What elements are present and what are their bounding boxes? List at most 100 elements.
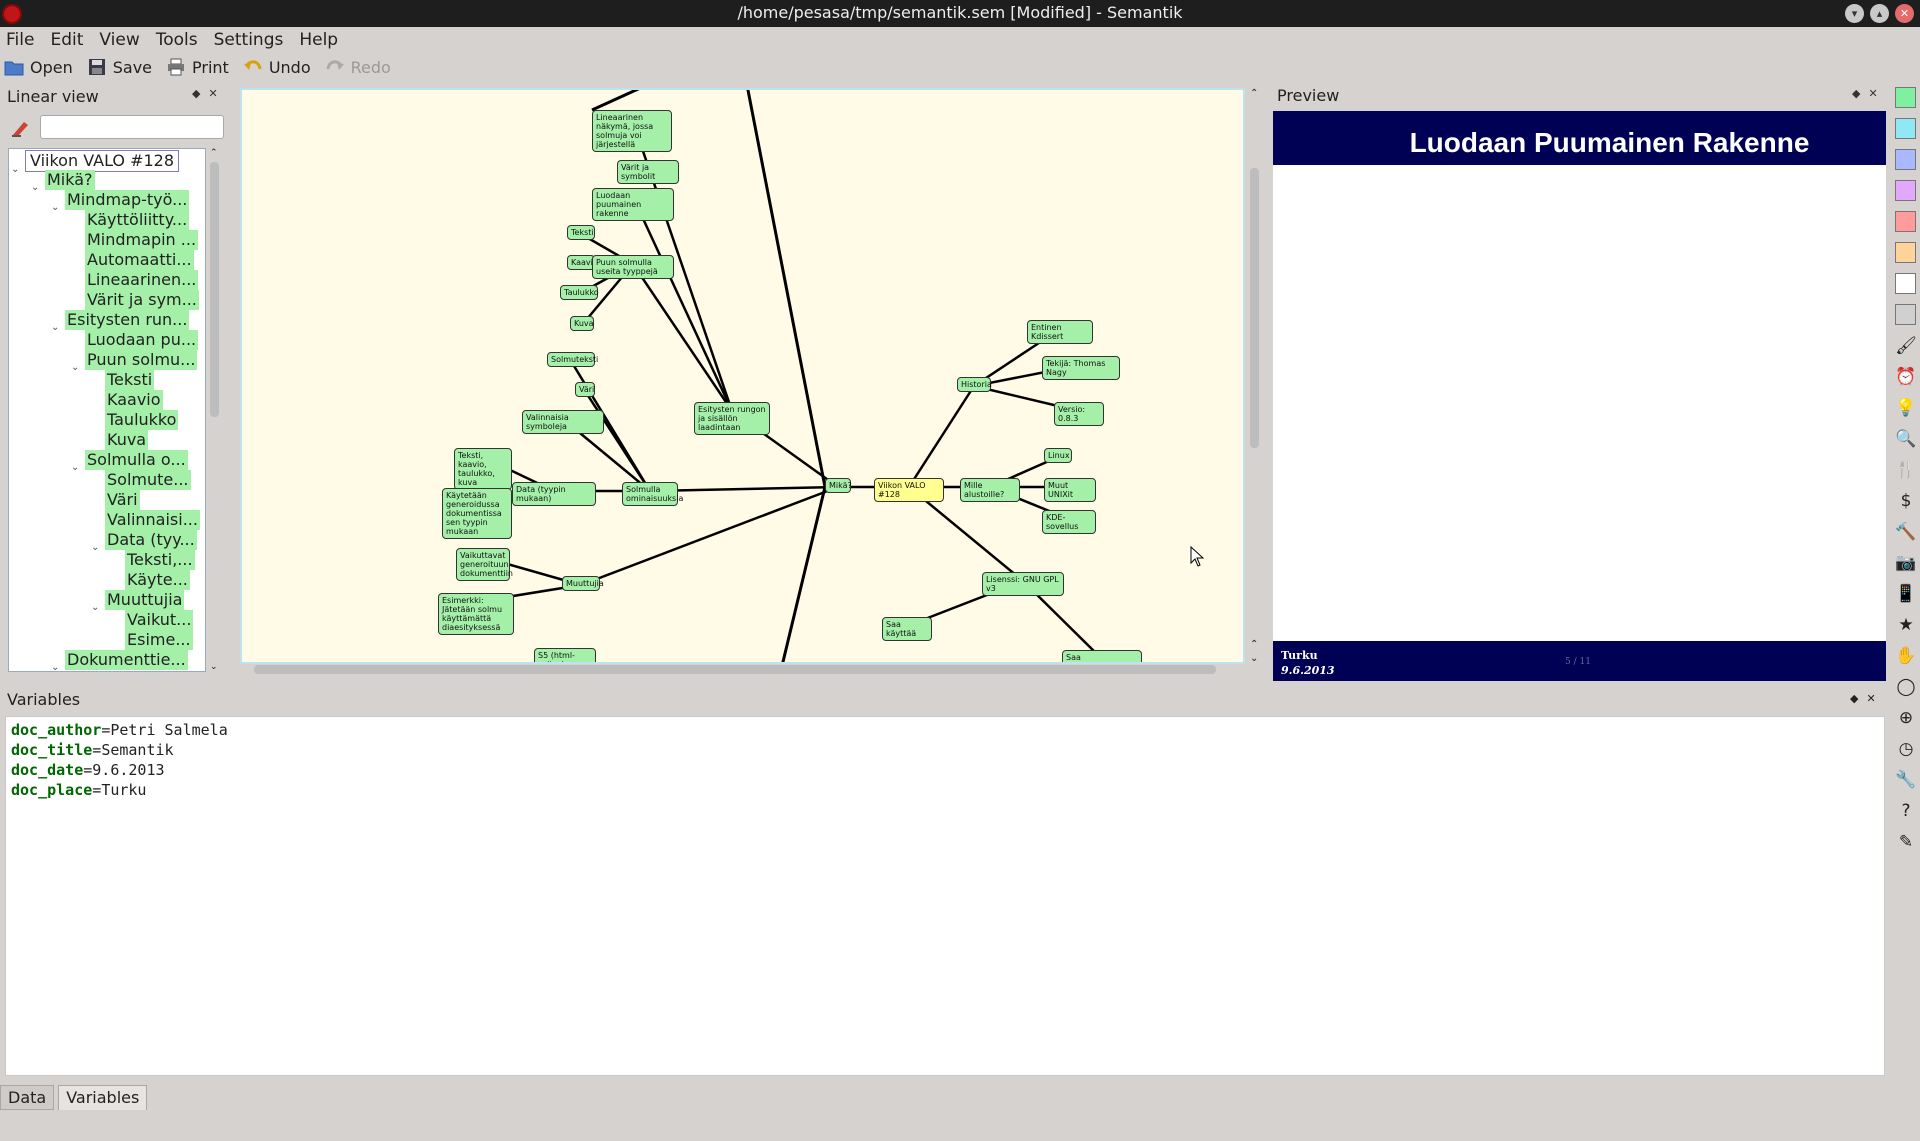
dock-buttons[interactable]: ◆✕: [192, 87, 226, 100]
red-swatch[interactable]: [1895, 211, 1916, 232]
lasso-icon[interactable]: ◯: [1896, 677, 1916, 697]
tree-item[interactable]: Automaatti...: [71, 250, 194, 270]
expand-arrow-icon[interactable]: ⌄: [91, 602, 100, 613]
mindmap-node[interactable]: Väri: [575, 382, 595, 397]
mindmap-node[interactable]: Mille alustoille?: [960, 478, 1020, 502]
mindmap-node[interactable]: Puun solmulla useita tyyppejä: [592, 255, 674, 279]
clear-filter-icon[interactable]: [10, 118, 32, 138]
expand-arrow-icon[interactable]: ⌄: [31, 182, 40, 193]
star-icon[interactable]: ★: [1898, 615, 1914, 635]
mindmap-node[interactable]: Solmulla ominaisuuksia: [622, 482, 683, 506]
expand-arrow-icon[interactable]: ⌄: [71, 462, 80, 473]
tab-variables[interactable]: Variables: [58, 1085, 148, 1110]
tree-item[interactable]: Taulukko: [91, 410, 179, 430]
save-button[interactable]: Save: [87, 58, 152, 77]
history-icon[interactable]: ◷: [1898, 739, 1914, 759]
expand-arrow-icon[interactable]: ⌄: [11, 164, 20, 175]
mindmap-node[interactable]: Mikä?: [825, 478, 852, 493]
mindmap-node[interactable]: Tekijä: Thomas Nagy: [1042, 356, 1120, 380]
canvas-vertical-scrollbar[interactable]: ⌃ ⌃ ⌄: [1250, 88, 1259, 664]
menu-file[interactable]: File: [6, 30, 35, 50]
mindmap-node[interactable]: Teksti, kaavio, taulukko, kuva: [454, 448, 512, 490]
tree-item[interactable]: Värit ja sym...: [71, 290, 199, 310]
mindmap-node[interactable]: Saa käyttää: [882, 617, 932, 641]
menu-help[interactable]: Help: [299, 30, 339, 50]
expand-arrow-icon[interactable]: ⌄: [51, 202, 60, 213]
expand-arrow-icon[interactable]: ⌄: [91, 542, 100, 553]
tools-icon[interactable]: 🍴: [1895, 460, 1917, 480]
camera-icon[interactable]: 📷: [1895, 553, 1917, 573]
mindmap-node[interactable]: Kuva: [570, 316, 594, 331]
bulb-icon[interactable]: 💡: [1895, 398, 1917, 418]
tree-item[interactable]: Luodaan pu...: [71, 330, 199, 350]
app-icon[interactable]: [2, 4, 22, 24]
mindmap-node[interactable]: KDE-sovellus: [1042, 510, 1096, 534]
tree-item[interactable]: Solmute...: [91, 470, 191, 490]
expand-arrow-icon[interactable]: ⌄: [51, 322, 60, 333]
tree-scrollbar[interactable]: ⌃ ⌄: [210, 148, 219, 672]
canvas-horizontal-scrollbar[interactable]: [240, 662, 1245, 676]
help-icon[interactable]: ?: [1901, 801, 1911, 821]
tree-item[interactable]: Valinnaisi...: [91, 510, 200, 530]
tree-item[interactable]: Teksti,...: [111, 550, 195, 570]
filter-input[interactable]: [40, 115, 224, 139]
tree-item[interactable]: ⌄Solmulla o...: [71, 450, 188, 473]
tree-item[interactable]: ⌄Data (tyy...: [91, 530, 197, 553]
undo-button[interactable]: Undo: [243, 58, 311, 77]
menu-settings[interactable]: Settings: [213, 30, 284, 50]
gray-swatch[interactable]: [1895, 304, 1916, 325]
mindmap-node[interactable]: Valinnaisia symboleja: [522, 410, 604, 434]
mindmap-node[interactable]: Värit ja symbolit: [617, 160, 679, 184]
magnifier-icon[interactable]: 🔍: [1895, 429, 1917, 449]
notes-icon[interactable]: ✎: [1898, 832, 1914, 852]
tree-item[interactable]: ⌄Mikä?: [31, 170, 95, 193]
mindmap-node[interactable]: Historia: [957, 377, 992, 392]
white-swatch[interactable]: [1895, 273, 1916, 294]
tree-item[interactable]: Käyte...: [111, 570, 190, 590]
mindmap-node[interactable]: Esimerkki: Jätetään solmu käyttämättä di…: [438, 593, 514, 635]
minimize-icon[interactable]: ▾: [1845, 4, 1864, 23]
tree-item[interactable]: Esime...: [111, 630, 193, 650]
mindmap-node[interactable]: Saa kopioida/muokata: [1062, 650, 1142, 662]
tree-item[interactable]: ⌄Dokumenttie...: [51, 650, 188, 672]
redo-button[interactable]: Redo: [325, 58, 391, 77]
mindmap-node[interactable]: Entinen Kdissert: [1027, 320, 1093, 344]
tree-item[interactable]: ⌄Viikon VALO #128: [11, 150, 180, 175]
orange-swatch[interactable]: [1895, 242, 1916, 263]
mindmap-node[interactable]: Solmuteksti: [547, 352, 598, 367]
mindmap-node[interactable]: Luodaan puumainen rakenne: [592, 188, 674, 221]
target-icon[interactable]: ⊕: [1898, 708, 1914, 728]
menu-tools[interactable]: Tools: [155, 30, 198, 50]
tree-item[interactable]: Kaavio: [91, 390, 163, 410]
dollar-icon[interactable]: $: [1900, 491, 1912, 511]
tree-item[interactable]: Käyttöliitty...: [71, 210, 190, 230]
violet-swatch[interactable]: [1895, 180, 1916, 201]
mindmap-node[interactable]: Esitysten rungon ja sisällön laadintaan: [694, 402, 770, 435]
mindmap-node[interactable]: Muut UNIXit: [1044, 478, 1096, 502]
close-icon[interactable]: ✕: [1895, 4, 1914, 23]
tree-item[interactable]: ⌄Mindmap-työ...: [51, 190, 190, 213]
tab-data[interactable]: Data: [0, 1085, 55, 1110]
tree-item[interactable]: ⌄Puun solmu...: [71, 350, 198, 373]
mindmap-node[interactable]: Viikon VALO #128: [874, 478, 944, 502]
open-button[interactable]: Open: [4, 58, 73, 77]
menu-edit[interactable]: Edit: [50, 30, 84, 50]
maximize-icon[interactable]: ▴: [1870, 4, 1889, 23]
tree-item[interactable]: Väri: [91, 490, 140, 510]
mindmap-node[interactable]: Käytetään generoidussa dokumentissa sen …: [442, 488, 512, 539]
tree-item[interactable]: ⌄Esitysten run...: [51, 310, 190, 333]
hammer-icon[interactable]: 🔨: [1895, 522, 1917, 542]
green-swatch[interactable]: [1895, 87, 1916, 108]
mindmap-node[interactable]: Taulukko: [560, 285, 599, 300]
tree-item[interactable]: ⌄Muuttujia: [91, 590, 185, 613]
mindmap-node[interactable]: S5 (html-esitys): [534, 648, 596, 662]
print-button[interactable]: Print: [166, 58, 229, 77]
clock-icon[interactable]: ⏰: [1895, 367, 1917, 387]
tree-item[interactable]: Kuva: [91, 430, 149, 450]
mindmap-node[interactable]: Teksti: [567, 225, 595, 240]
wrench-icon[interactable]: 🔧: [1895, 770, 1917, 790]
blue-swatch[interactable]: [1895, 149, 1916, 170]
expand-arrow-icon[interactable]: ⌄: [51, 662, 60, 672]
